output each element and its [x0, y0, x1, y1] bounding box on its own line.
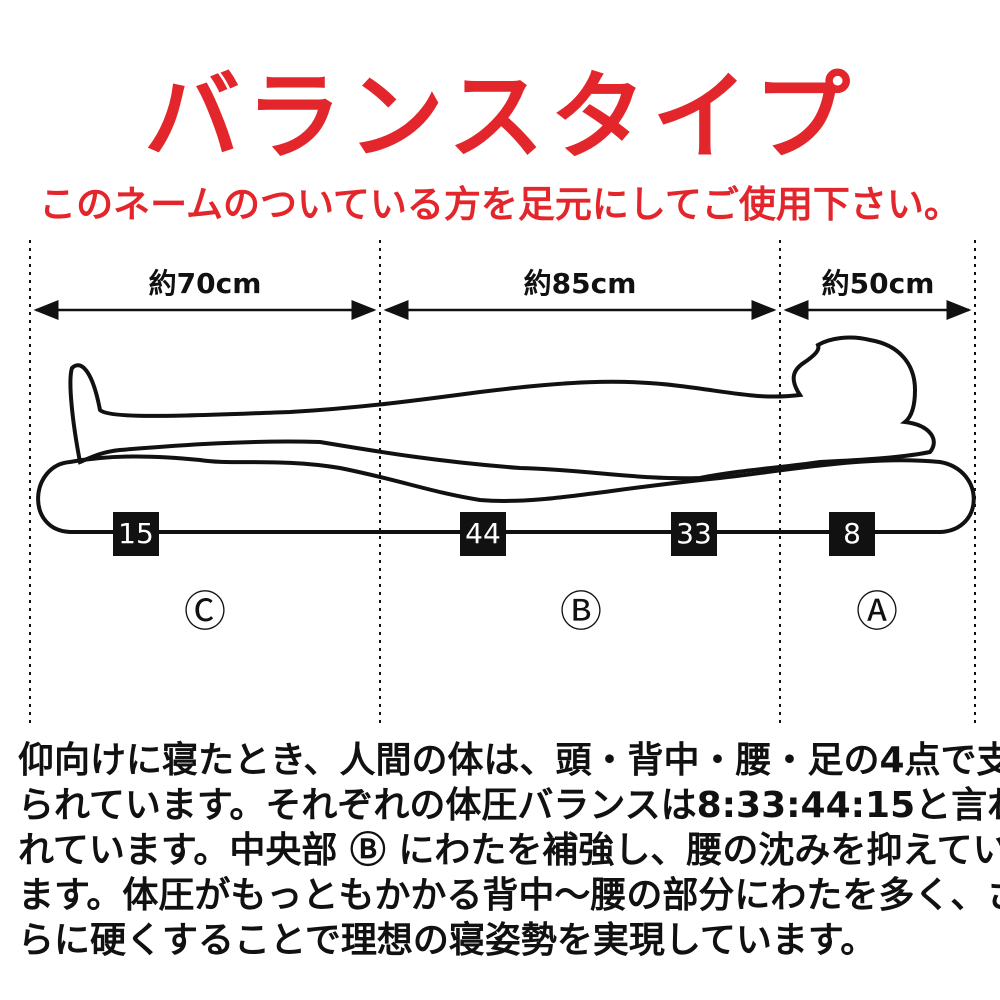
subtitle: このネームのついている方を足元にしてご使用下さい。	[39, 183, 961, 226]
section-dividers	[29, 240, 976, 725]
description-line: 仰向けに寝たとき、人間の体は、頭・背中・腰・足の4点で支え	[18, 740, 1000, 781]
description-line: らに硬くすることで理想の寝姿勢を実現しています。	[18, 920, 877, 961]
title: バランスタイプ	[143, 61, 857, 173]
description-line: ます。体圧がもっともかかる背中〜腰の部分にわたを多く、さ	[18, 875, 1000, 916]
pressure-value-head: 8	[829, 512, 875, 556]
zone-label-b: Ⓑ	[559, 587, 602, 636]
description: 仰向けに寝たとき、人間の体は、頭・背中・腰・足の4点で支え られています。それぞ…	[18, 738, 1000, 963]
pressure-value-feet: 15	[113, 512, 159, 556]
description-line: れています。中央部 Ⓑ にわたを補強し、腰の沈みを抑えてい	[18, 830, 1000, 871]
pressure-value-waist: 44	[460, 512, 506, 556]
measurement-b: 約85cm	[523, 267, 637, 300]
measurement-c: 約70cm	[148, 267, 262, 300]
measurement-a: 約50cm	[821, 267, 935, 300]
zone-label-a: Ⓐ	[855, 587, 898, 636]
body-outline	[68, 335, 936, 481]
mattress-outline	[36, 454, 976, 534]
pressure-value-back: 33	[671, 512, 717, 556]
zone-label-c: Ⓒ	[183, 587, 226, 636]
description-line: られています。それぞれの体圧バランスは8:33:44:15と言わ	[18, 785, 1000, 826]
